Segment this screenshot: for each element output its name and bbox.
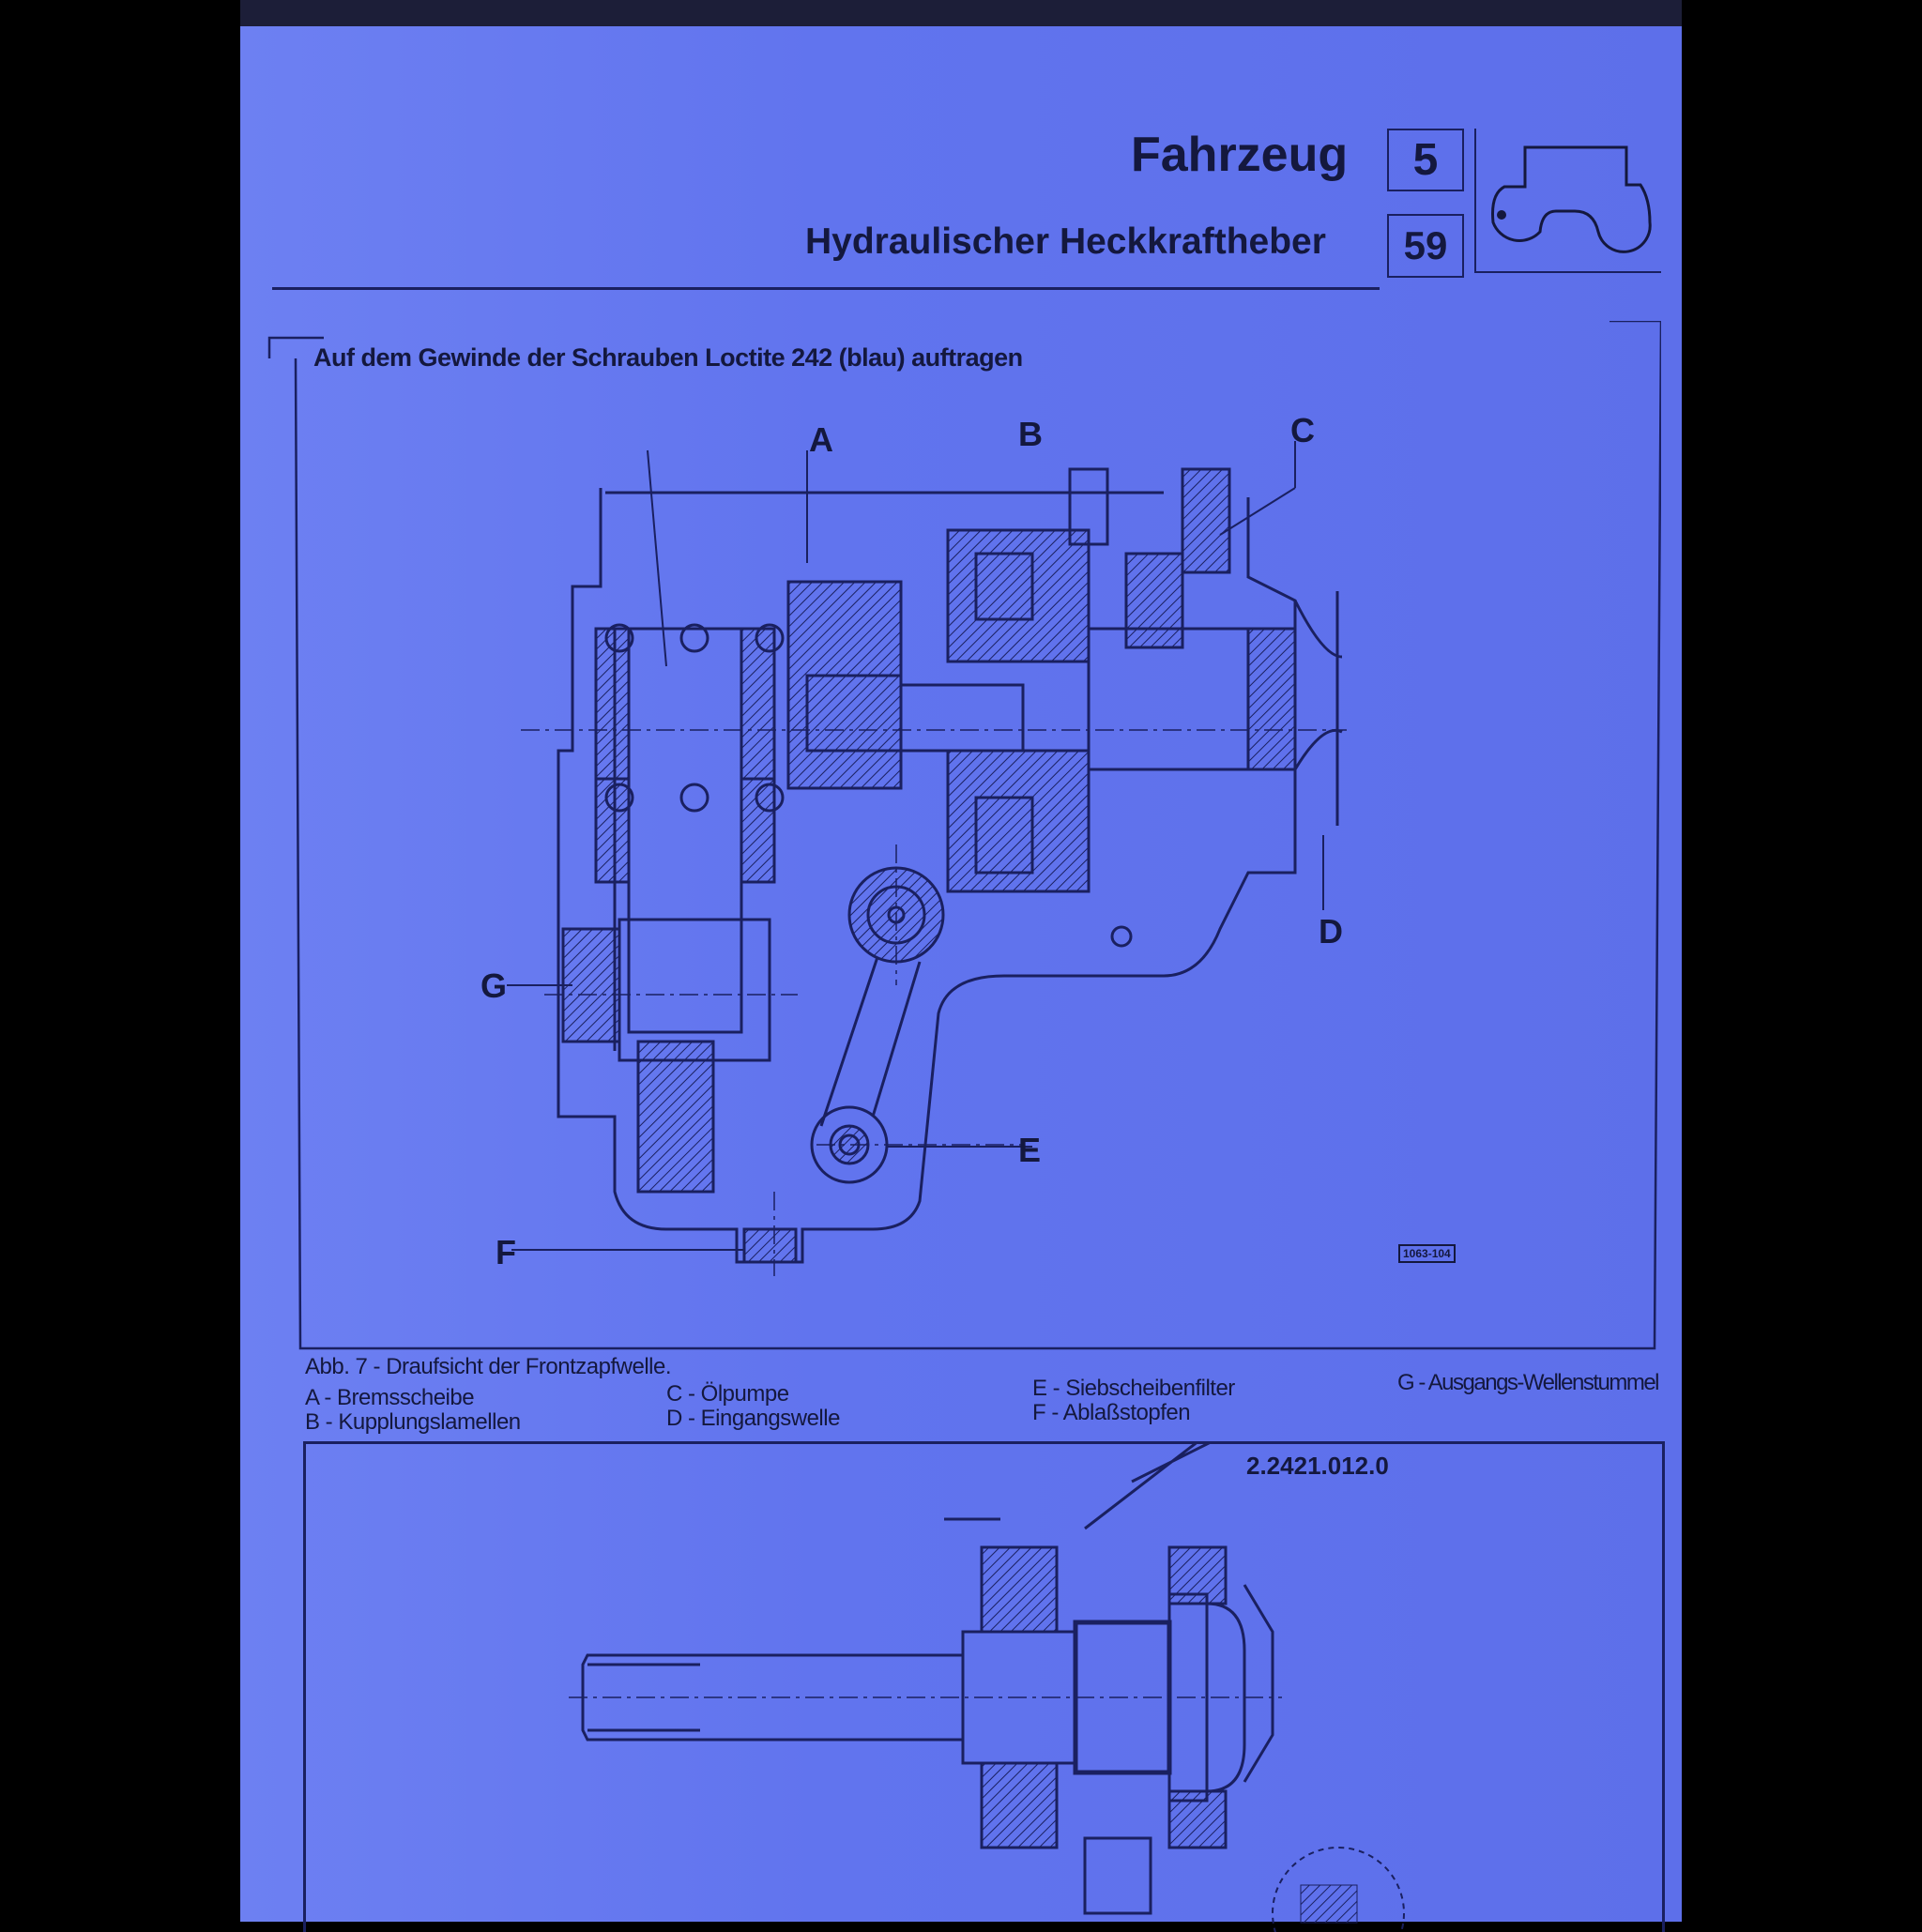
legend-f: F - Ablaßstopfen [1032,1400,1191,1425]
figure-note: Auf dem Gewinde der Schrauben Loctite 24… [313,343,1023,372]
callout-g: G [480,966,508,1005]
section-number-box: 59 [1387,214,1464,278]
legend-b: B - Kupplungslamellen [305,1409,521,1435]
legend-d: D - Eingangswelle [666,1406,840,1431]
header-rule [272,287,1380,290]
tractor-icon [1474,129,1661,273]
figure-2-frame [303,1441,1665,1932]
callout-e: E [1018,1131,1042,1169]
callout-a: A [809,420,833,459]
legend-g: G - Ausgangs-Wellenstummel [1397,1370,1660,1395]
callout-b: B [1018,415,1043,453]
page-subtitle: Hydraulischer Heckkraftheber [805,221,1326,262]
legend-a: A - Bremsscheibe [305,1385,475,1410]
callout-d: D [1319,912,1343,951]
figure-caption: Abb. 7 - Draufsicht der Frontzapfwelle. [305,1354,672,1379]
legend-c: C - Ölpumpe [666,1381,789,1407]
pto-cross-section-drawing [507,441,1351,1276]
callout-f: F [496,1233,516,1271]
section-number: 59 [1403,223,1448,267]
monitor-screen [240,0,1682,1922]
callout-c: C [1290,411,1315,449]
page-title: Fahrzeug [1131,128,1349,182]
chapter-number: 5 [1412,135,1439,185]
legend-e: E - Siebscheibenfilter [1032,1376,1235,1401]
screen-top-bezel [240,0,1682,26]
figure-1-frame [267,321,1661,1351]
chapter-number-box: 5 [1387,129,1464,191]
part-number: 2.2421.012.0 [1246,1452,1389,1480]
drawing-code: 1063-104 [1398,1244,1456,1263]
